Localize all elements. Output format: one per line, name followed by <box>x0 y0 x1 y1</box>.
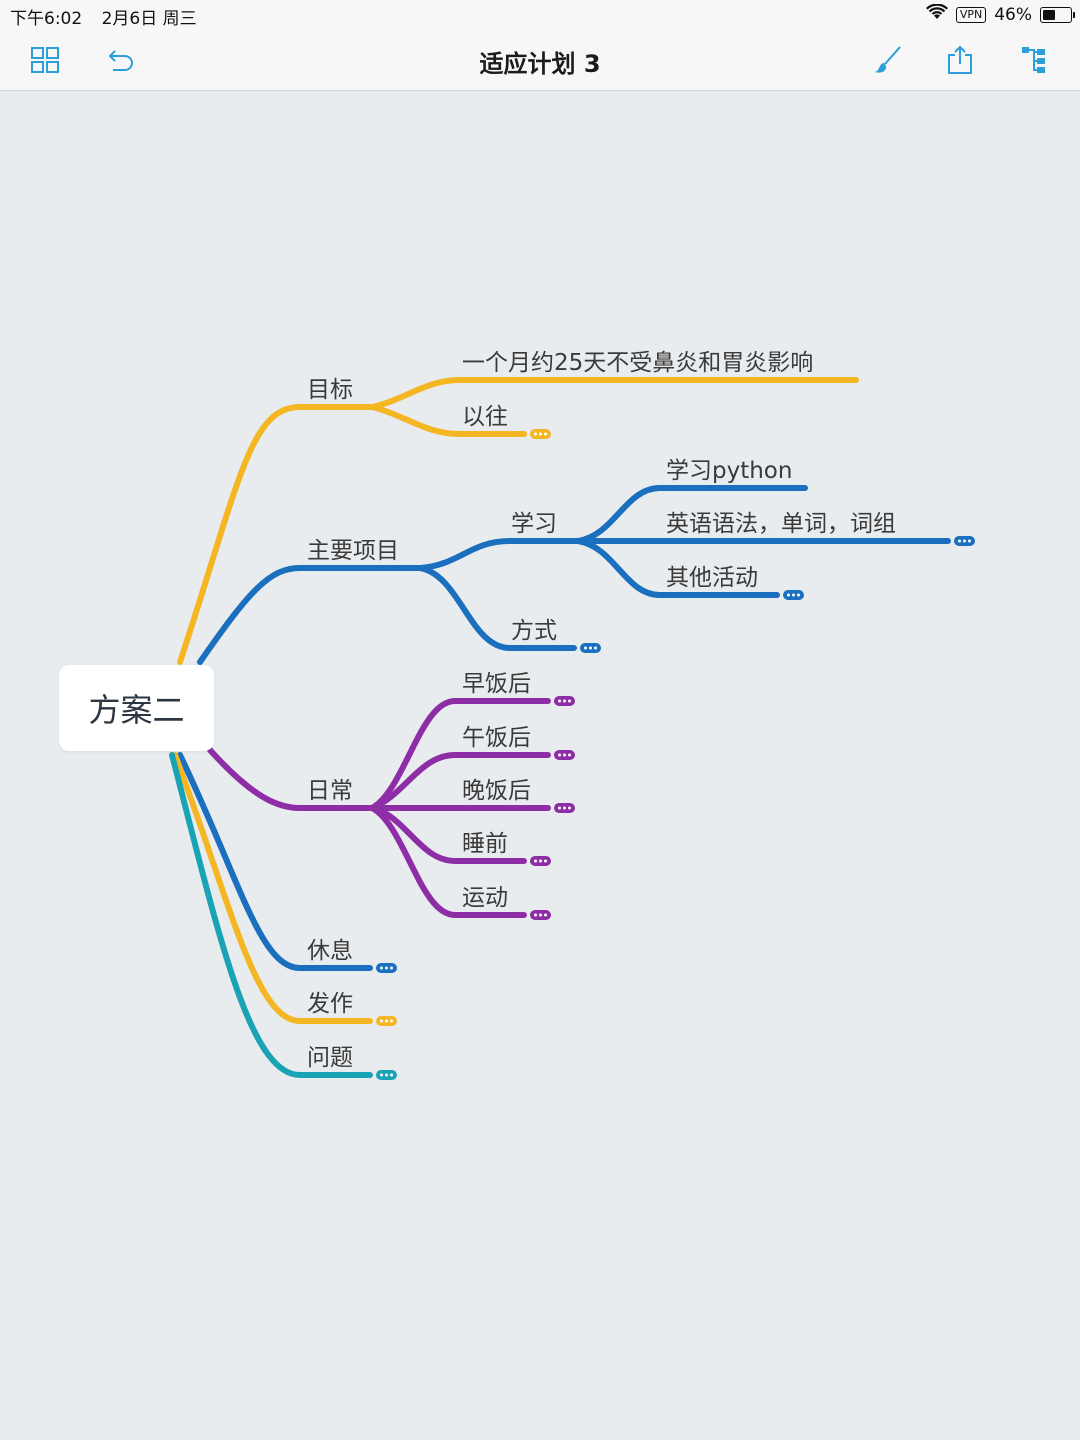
branch-study <box>417 538 581 571</box>
battery-icon <box>1040 6 1075 23</box>
undo-icon[interactable] <box>103 42 139 78</box>
node-goal-2[interactable]: 以往 <box>462 404 508 430</box>
collapse-icon[interactable] <box>580 643 601 653</box>
status-time: 下午6:02 <box>10 9 83 29</box>
collapse-icon[interactable] <box>554 696 575 706</box>
status-bar: 下午6:02 2月6日 周三 VPN 46% <box>0 0 1080 30</box>
branch-goal <box>177 404 375 665</box>
branch-daily-5 <box>369 805 527 918</box>
outline-tree-icon[interactable] <box>1016 42 1052 78</box>
status-date: 2月6日 周三 <box>101 9 197 29</box>
collapse-icon[interactable] <box>554 803 575 813</box>
branch-daily-1 <box>369 698 551 811</box>
collapse-icon[interactable] <box>376 1070 397 1080</box>
node-daily-4[interactable]: 睡前 <box>462 831 508 857</box>
node-daily-2[interactable]: 午饭后 <box>462 725 531 751</box>
collapse-icon[interactable] <box>783 590 804 600</box>
branch-daily <box>207 747 375 811</box>
node-study-3[interactable]: 其他活动 <box>666 565 758 591</box>
branch-daily-2 <box>369 752 551 811</box>
branch-rest <box>177 752 373 971</box>
battery-percent: 46% <box>994 4 1032 25</box>
collapse-markers <box>376 429 975 1080</box>
grid-icon[interactable] <box>27 42 63 78</box>
node-goal[interactable]: 目标 <box>307 377 353 403</box>
node-daily-1[interactable]: 早饭后 <box>462 671 531 697</box>
branch-daily-4 <box>369 805 527 864</box>
branch-issues <box>169 752 373 1078</box>
collapse-icon[interactable] <box>530 910 551 920</box>
branch-goal-2 <box>369 404 527 437</box>
node-rest[interactable]: 休息 <box>307 938 353 964</box>
node-daily-5[interactable]: 运动 <box>462 885 508 911</box>
node-method[interactable]: 方式 <box>511 618 557 644</box>
toolbar: 适应计划 3 <box>0 30 1080 91</box>
branch-study-1 <box>575 485 808 544</box>
node-issues[interactable]: 问题 <box>307 1045 353 1071</box>
wifi-icon <box>925 3 948 25</box>
node-study-1[interactable]: 学习python <box>666 458 792 484</box>
vpn-badge: VPN <box>955 6 987 23</box>
collapse-icon[interactable] <box>954 536 975 546</box>
share-icon[interactable] <box>942 42 978 78</box>
node-main[interactable]: 主要项目 <box>307 538 399 564</box>
node-daily-3[interactable]: 晚饭后 <box>462 778 531 804</box>
root-topic[interactable]: 方案二 <box>59 665 214 751</box>
mindmap-canvas[interactable]: 目标 一个月约25天不受鼻炎和胃炎影响 以往 主要项目 学习 学习python … <box>0 91 1080 1440</box>
collapse-icon[interactable] <box>376 1016 397 1026</box>
collapse-icon[interactable] <box>530 856 551 866</box>
node-study-2[interactable]: 英语语法，单词，词组 <box>666 511 896 537</box>
node-attack[interactable]: 发作 <box>307 991 353 1017</box>
branch-method <box>417 565 577 651</box>
mindmap-svg: 目标 一个月约25天不受鼻炎和胃炎影响 以往 主要项目 学习 学习python … <box>169 350 975 1080</box>
brush-icon[interactable] <box>870 42 906 78</box>
node-daily[interactable]: 日常 <box>307 778 353 804</box>
node-goal-1[interactable]: 一个月约25天不受鼻炎和胃炎影响 <box>462 350 813 376</box>
collapse-icon[interactable] <box>530 429 551 439</box>
branch-study-3 <box>575 538 780 598</box>
branch-goal-1 <box>369 377 859 410</box>
branch-attack <box>172 752 373 1024</box>
document-title: 适应计划 3 <box>479 50 601 78</box>
branch-main <box>197 565 423 665</box>
collapse-icon[interactable] <box>376 963 397 973</box>
node-study[interactable]: 学习 <box>511 511 557 537</box>
collapse-icon[interactable] <box>554 750 575 760</box>
